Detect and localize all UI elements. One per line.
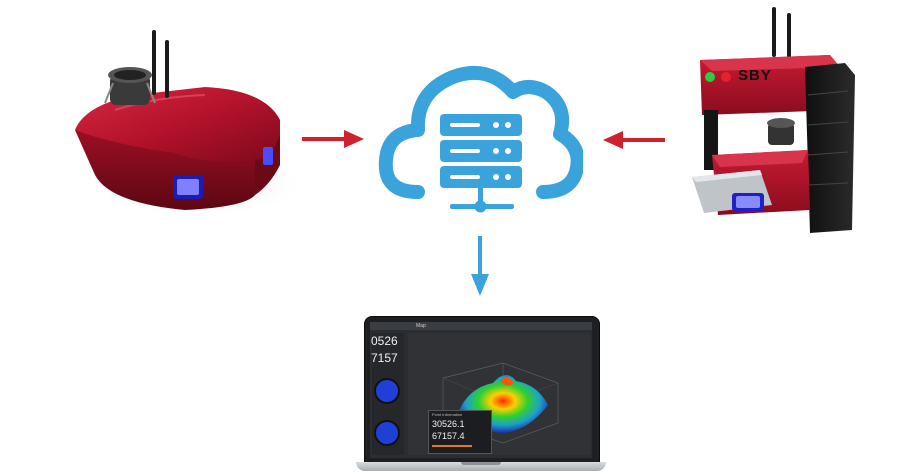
arrow-robot-to-cloud [302, 130, 364, 148]
popup-title: Point Information [432, 412, 463, 417]
point-info-popup: Point Information 30526.1 67157.4 [428, 410, 492, 454]
arrow-cloud-to-laptop [471, 236, 489, 296]
laptop-base [356, 462, 606, 471]
popup-value-2: 67157.4 [432, 431, 465, 441]
laptop-notch [461, 462, 501, 465]
docking-station: SBY [690, 5, 865, 240]
big-value-1: 0526 [371, 334, 398, 348]
map-view[interactable] [408, 333, 590, 455]
laptop-screen: Map 0526 7157 [370, 322, 592, 458]
arrow-station-to-cloud [603, 131, 665, 149]
cloud-icon [378, 65, 583, 199]
server-icon [440, 114, 522, 213]
mobile-robot [55, 25, 305, 220]
cloud-server [378, 52, 583, 224]
laptop-dashboard: Map 0526 7157 [356, 316, 606, 475]
tab-map[interactable]: Map [416, 323, 426, 329]
popup-value-1: 30526.1 [432, 419, 465, 429]
gauge-2 [374, 420, 400, 446]
top-bar [370, 322, 592, 330]
gauge-1 [374, 378, 400, 404]
station-brand: SBY [738, 67, 772, 84]
big-value-2: 7157 [371, 351, 398, 365]
popup-bar [432, 445, 472, 447]
